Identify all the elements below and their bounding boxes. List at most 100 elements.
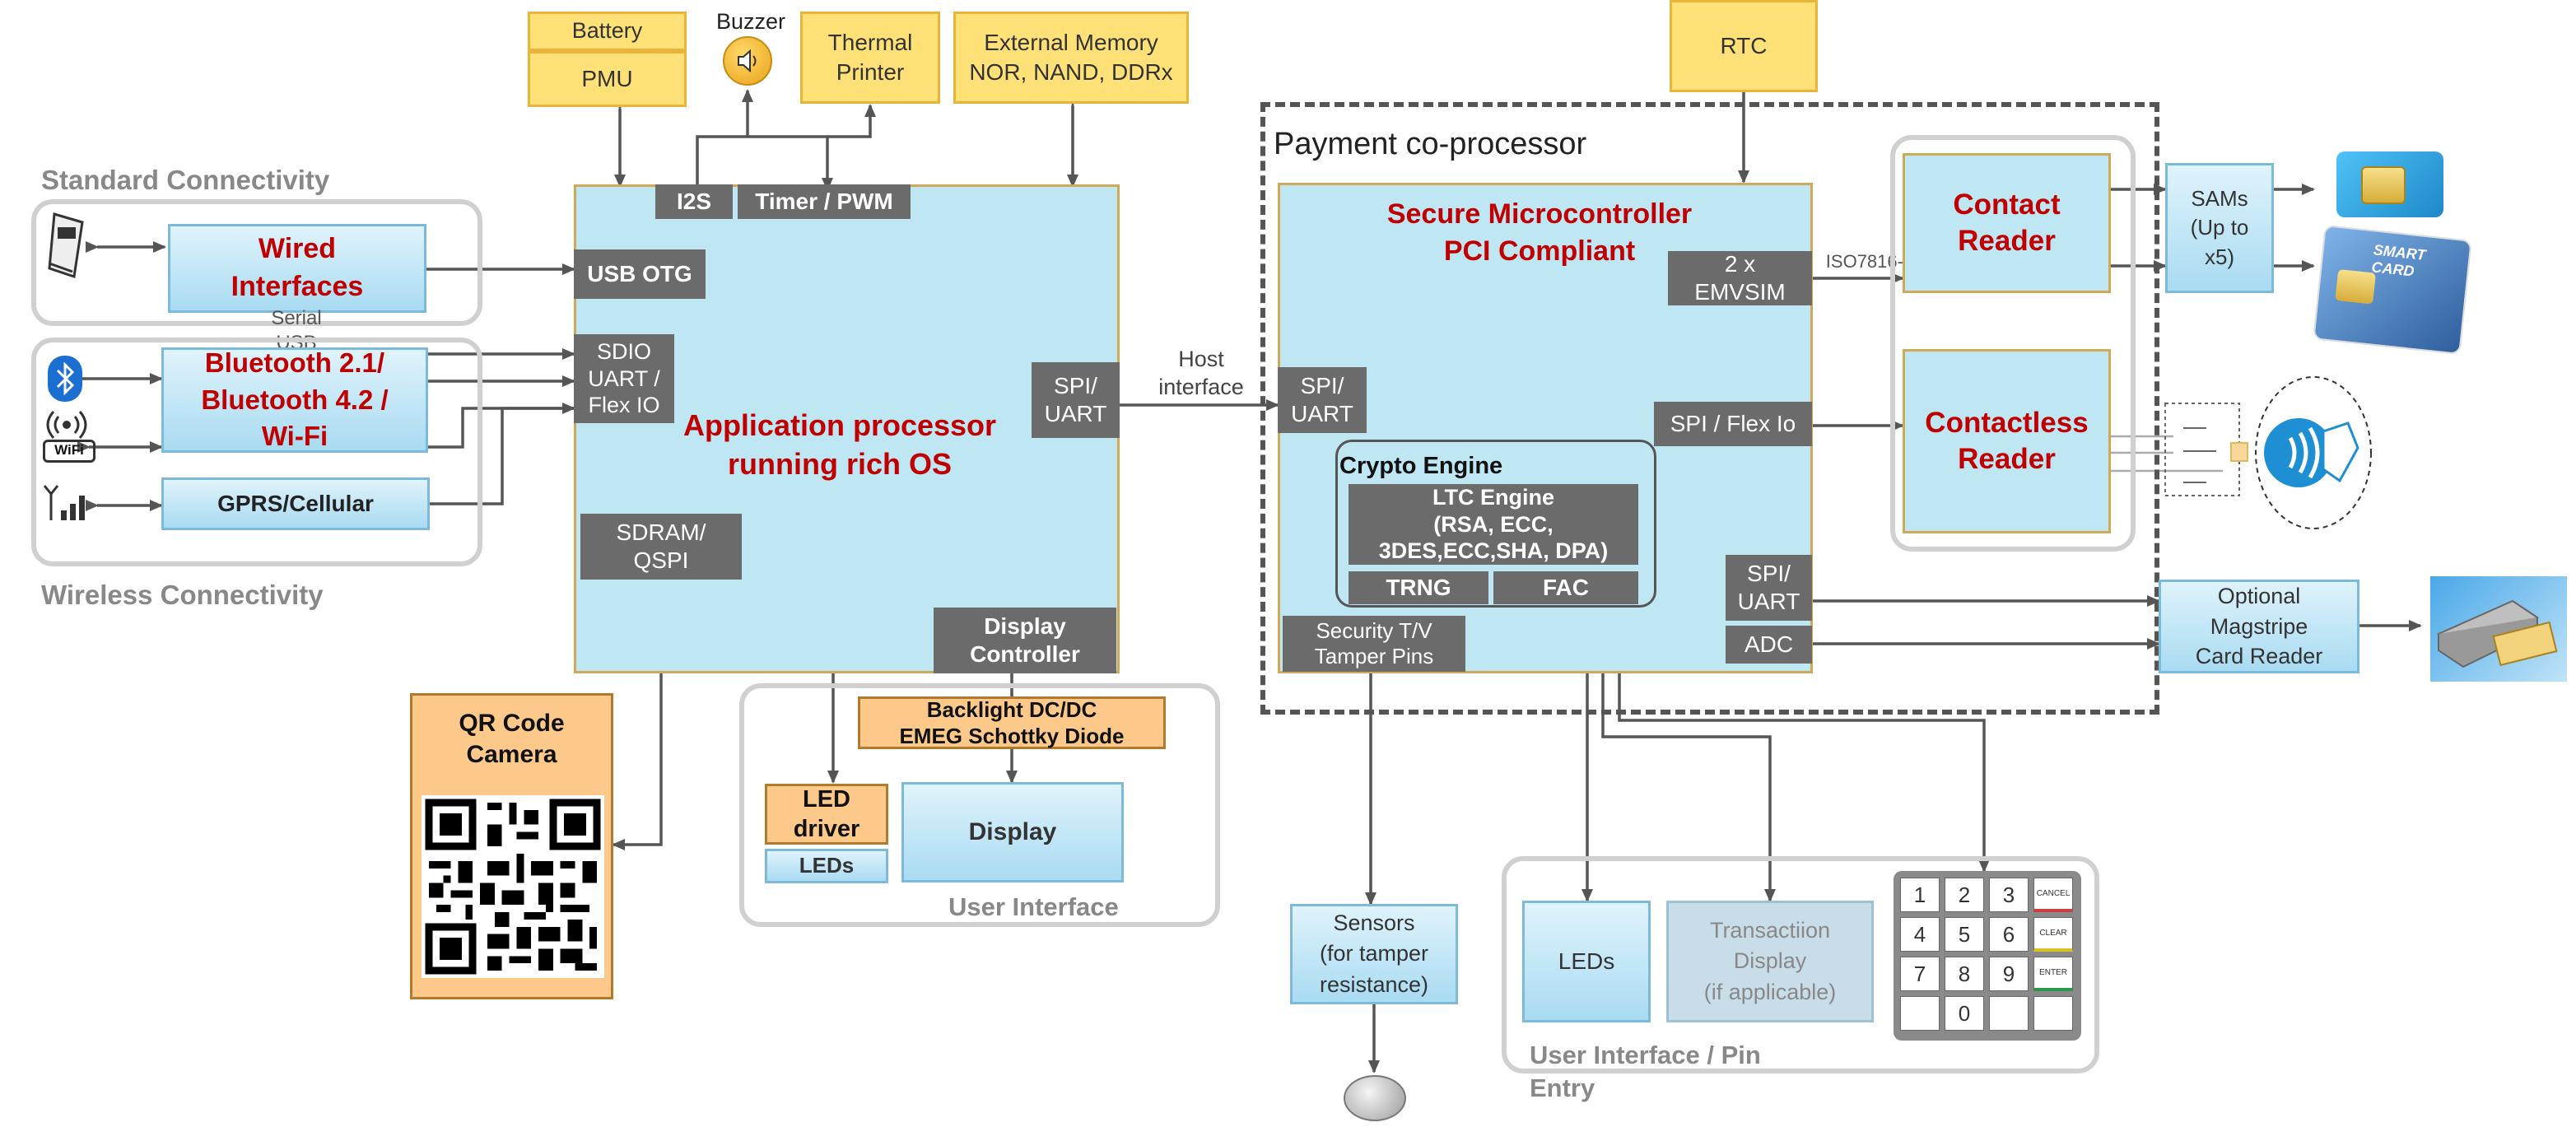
bluetooth-icon (48, 356, 82, 402)
display-controller-label: Display Controller (970, 613, 1080, 667)
keypad-key[interactable] (1900, 996, 1940, 1031)
ltc-engine-block: LTC Engine (RSA, ECC, 3DES,ECC,SHA, DPA) (1349, 484, 1638, 565)
backlight-label: Backlight DC/DC EMEG Schottky Diode (899, 696, 1125, 749)
wireless-connectivity-label: Wireless Connectivity (41, 580, 324, 610)
mcu-spi-uart-right-port: SPI/ UART (1726, 555, 1812, 621)
external-memory-box: External Memory NOR, NAND, DDRx (953, 12, 1189, 104)
smart-card-icon: SMART CARD (2313, 224, 2472, 356)
spi-flexio-label: SPI / Flex Io (1670, 411, 1796, 437)
keypad-key[interactable] (1989, 996, 2029, 1031)
usb-otg-label: USB OTG (587, 261, 692, 287)
trng-block: TRNG (1349, 571, 1488, 604)
bluetooth-wifi-label: Bluetooth 2.1/ Bluetooth 4.2 / Wi-Fi (201, 347, 389, 452)
emvsim-label: 2 x EMVSIM (1694, 251, 1786, 305)
sdram-qspi-block: SDRAM/ QSPI (580, 514, 742, 580)
pmu-box: PMU (528, 51, 687, 107)
readers-group (1890, 135, 2136, 552)
display-box: Display (901, 782, 1124, 883)
keypad-key[interactable]: CANCEL (2033, 878, 2073, 912)
pmu-label: PMU (581, 65, 633, 91)
i2s-label: I2S (676, 189, 712, 215)
app-spi-uart-label: SPI/ UART (1044, 373, 1107, 426)
pin-entry-label: User Interface / Pin Entry (1530, 1041, 1761, 1103)
cellular-signal-icon (40, 482, 91, 522)
user-interface-label: User Interface (948, 892, 1119, 921)
contact-reader-label: Contact Reader (1953, 189, 2061, 257)
emvsim-port: 2 x EMVSIM (1668, 251, 1812, 305)
host-interface-label: Host interface (1158, 347, 1244, 399)
contactless-reader-box: Contactless Reader (1903, 349, 2111, 533)
thermal-printer-label: Thermal Printer (827, 29, 913, 85)
led-driver-label: LED driver (793, 785, 860, 842)
keypad-key[interactable]: 2 (1945, 878, 1984, 912)
security-tamper-pins-block: Security T/V Tamper Pins (1283, 616, 1465, 672)
secure-microcontroller-title: Secure Microcontroller PCI Compliant (1386, 198, 1693, 267)
wired-interfaces-box: Wired Interfaces (168, 224, 426, 313)
app-spi-uart-port: SPI/ UART (1032, 362, 1120, 438)
iso7816-label: ISO7816-3 (1825, 251, 1914, 272)
payment-coprocessor-group (1260, 102, 2159, 715)
i2s-port: I2S (655, 184, 733, 219)
transaction-display-label: Transactiion Display (if applicable) (1703, 918, 1837, 1004)
keypad-key[interactable]: 7 (1900, 957, 1940, 991)
keypad-key[interactable]: 8 (1945, 957, 1984, 991)
keypad-key[interactable]: 1 (1900, 878, 1940, 912)
ui-leds-label: LEDs (799, 853, 855, 878)
led-driver-box: LED driver (765, 784, 888, 845)
transaction-display-box: Transactiion Display (if applicable) (1666, 901, 1874, 1022)
sams-box: SAMs (Up to x5) (2165, 163, 2274, 293)
external-memory-label: External Memory NOR, NAND, DDRx (969, 29, 1173, 85)
speaker-icon (723, 36, 772, 86)
sdram-qspi-label: SDRAM/ QSPI (616, 519, 706, 573)
antenna-schematic (2164, 376, 2372, 529)
rtc-box: RTC (1670, 0, 1818, 92)
contactless-payment-icon (2259, 398, 2361, 505)
spi-flexio-port: SPI / Flex Io (1654, 402, 1812, 446)
user-interface-group (739, 683, 1220, 927)
payment-coprocessor-label: Payment co-processor (1274, 127, 1587, 161)
pin-leds-label: LEDs (1558, 948, 1615, 975)
keypad-key[interactable] (2033, 996, 2073, 1031)
usb-otg-port: USB OTG (574, 249, 706, 299)
timer-pwm-label: Timer / PWM (755, 189, 893, 215)
fac-label: FAC (1543, 575, 1589, 601)
display-label: Display (968, 817, 1057, 845)
keypad-key[interactable]: 5 (1945, 917, 1984, 952)
keypad-key[interactable]: 6 (1989, 917, 2029, 952)
battery-box: Battery (528, 12, 687, 51)
security-tamper-pins-label: Security T/V Tamper Pins (1314, 617, 1434, 668)
keypad-key[interactable]: ENTER (2033, 957, 2073, 991)
contactless-reader-label: Contactless Reader (1925, 407, 2089, 475)
keypad-key[interactable]: 4 (1900, 917, 1940, 952)
sensors-label: Sensors (for tamper resistance) (1319, 910, 1429, 997)
keypad-key[interactable]: CLEAR (2033, 917, 2073, 952)
sensors-box: Sensors (for tamper resistance) (1290, 904, 1458, 1004)
keypad-key[interactable]: 9 (1989, 957, 2029, 991)
gprs-cellular-label: GPRS/Cellular (217, 491, 374, 517)
keypad-key[interactable]: 0 (1945, 996, 1984, 1031)
mcu-spi-uart-left-label: SPI/ UART (1291, 373, 1353, 426)
buzzer-label: Buzzer (715, 9, 786, 34)
backlight-box: Backlight DC/DC EMEG Schottky Diode (858, 696, 1166, 749)
usb-connector-icon (43, 211, 97, 280)
ui-leds-box: LEDs (765, 849, 888, 883)
standard-connectivity-group (31, 199, 482, 326)
keypad-key[interactable]: 3 (1989, 878, 2029, 912)
thermal-printer-box: Thermal Printer (800, 12, 940, 104)
battery-label: Battery (571, 18, 643, 44)
standard-connectivity-label: Standard Connectivity (41, 165, 330, 195)
contact-reader-box: Contact Reader (1903, 153, 2111, 293)
crypto-engine-label: Crypto Engine (1339, 453, 1503, 479)
wifi-icon-text: WiFi (43, 440, 95, 463)
smart-card-text: SMART CARD (2370, 241, 2427, 280)
crypto-engine-group (1335, 440, 1656, 608)
pin-entry-group (1502, 856, 2099, 1073)
sim-card-icon (2336, 151, 2443, 217)
coin-battery-icon (1344, 1075, 1406, 1121)
sdio-uart-flexio-port: SDIO UART / Flex IO (574, 334, 674, 423)
pin-leds-box: LEDs (1522, 901, 1651, 1022)
display-controller-block: Display Controller (934, 608, 1116, 673)
mcu-spi-uart-left-port: SPI/ UART (1278, 367, 1367, 433)
wifi-icon: WiFi (43, 410, 95, 463)
